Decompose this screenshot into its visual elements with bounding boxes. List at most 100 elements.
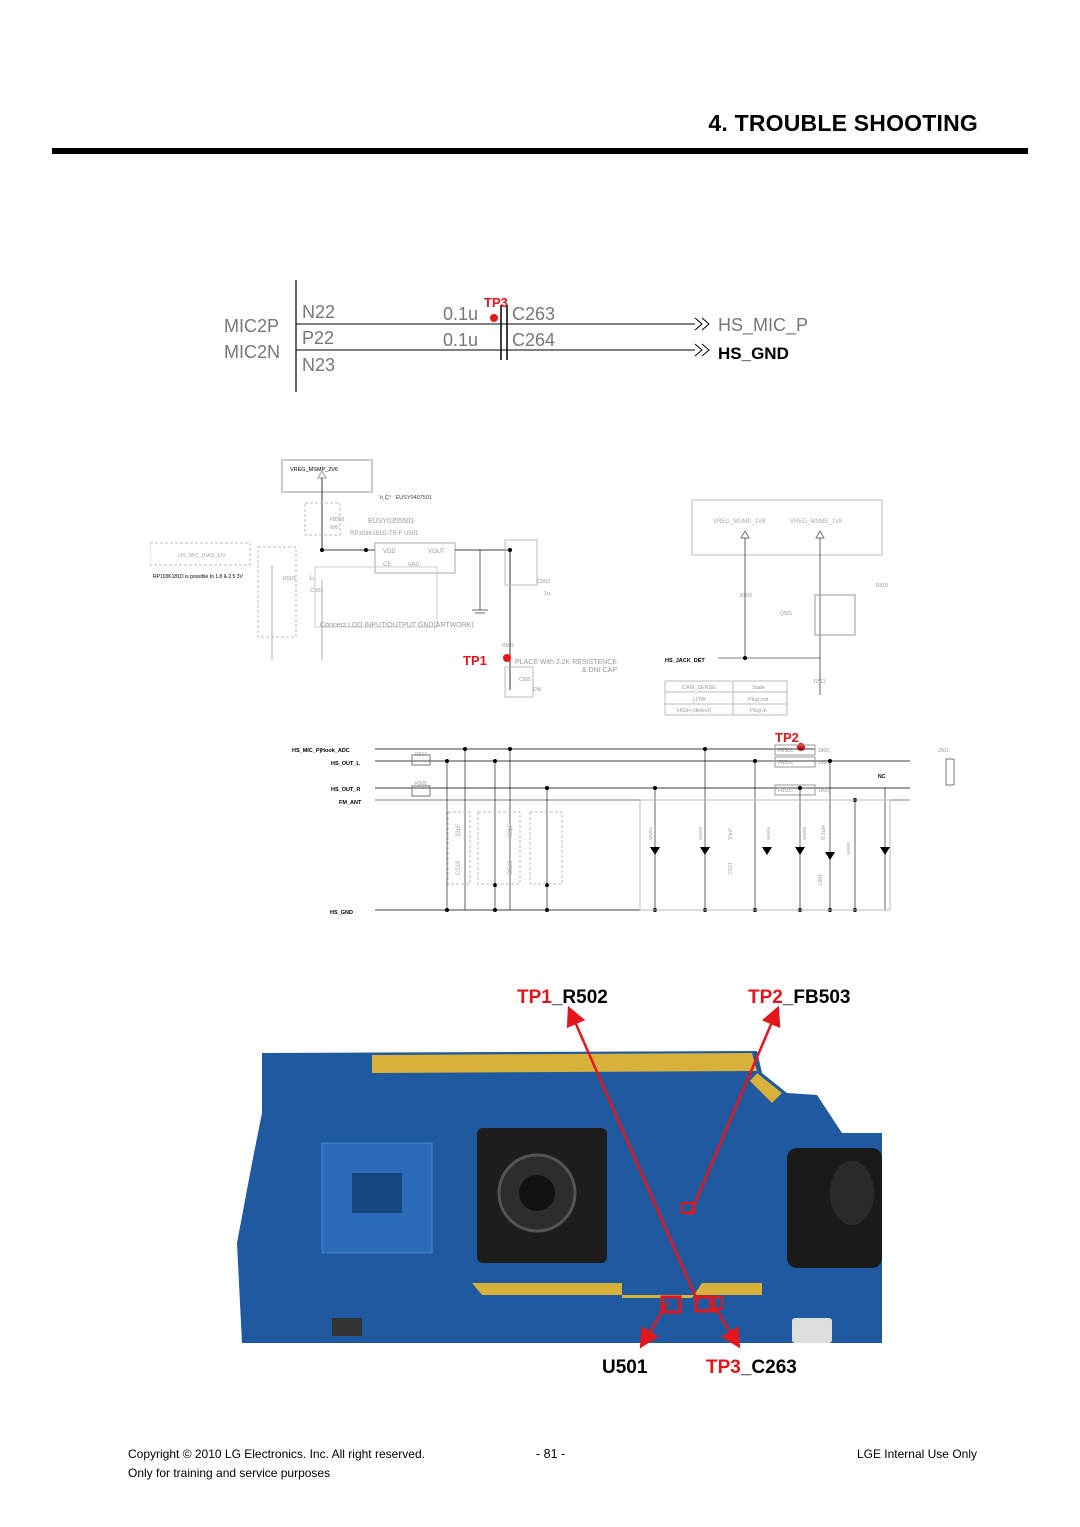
pcb-gold-trace [472,1283,762,1298]
fb505-value: 1800 [818,788,829,794]
place-with-note: PLACE With 2.2K RESISTENCE [515,659,617,666]
callout-tp3-c263: TP3_C263 [706,1357,797,1379]
callout-tp3: TP3 [706,1357,741,1378]
callout-fb503: _FB503 [782,987,851,1008]
c520-cap-value: 33pF [508,823,514,837]
tp1-label: TP1 [463,653,487,668]
smd-component [332,1318,362,1336]
fb501-value: 600 [330,525,339,531]
l501-value: 0.1uH [821,825,827,840]
section-title: 4. TROUBLE SHOOTING [708,110,978,136]
cap-ref-c263: C263 [512,304,555,324]
c520-label: C520 [508,860,514,875]
hs-out-l-label: HS_OUT_L [331,761,360,767]
net-label-mic2n: MIC2N [224,342,280,362]
c502-box [504,539,538,586]
fm-ant-label: FM_ANT [339,800,362,806]
headset-circuit-schematic: VREG_MSMP_2V6 ¨ó¸Ç° : EUSY0407501 FB501 … [150,459,955,916]
pin-label-n23: N23 [302,355,335,375]
r511-label: R511 [814,679,826,685]
fb504-symbol [774,756,816,768]
arrow-to-fb503 [688,1005,781,1216]
r503-label: R503 [740,593,752,599]
r505-label: R505 [415,781,427,787]
cap-ref-c264: C264 [512,330,555,350]
fb501-label: FB501 [330,517,345,523]
table-header-cell: State [752,685,765,691]
va505-label: VA505 [802,826,807,840]
junction [743,656,747,660]
vreg-msme-box [691,499,883,556]
footer-internal-use: LGE Internal Use Only [856,1447,977,1461]
r501-area [257,546,297,638]
tp3-marker [490,314,498,322]
power-arrow [815,529,825,539]
rp-note: RP103K181D is possible to 1.8 & 2.5 3V [153,574,243,580]
c502-value: 1u [544,591,550,597]
c519-cap-value: 33pF [456,823,462,837]
tp1-marker [503,654,511,662]
power-arrow [740,529,750,539]
footer-copyright: Copyright © 2010 LG Electronics. Inc. Al… [128,1447,425,1461]
c501-label: C501 [310,588,323,594]
callout-u501: U501 [602,1357,648,1378]
header-divider [52,148,1028,154]
ldo-gnd-pin: GND [408,562,420,568]
hs-out-r-label: HS_OUT_R [331,787,360,793]
connector [792,1318,832,1343]
varistor-symbols [650,847,890,860]
c521-label: C521 [728,862,734,875]
mic-schematic: MIC2P MIC2N N22 P22 N23 0.1u 0.1u C263 C… [224,280,808,392]
r510-label: R510 [876,583,888,589]
jack-state-table: CAM_SENSE State LOW Plug out HIGH (detec… [664,680,788,716]
callout-arrows [566,1005,781,1349]
tp2-label: TP2 [775,730,799,745]
esd-box [639,799,891,911]
dni-cap-note: & DNI CAP [582,667,617,674]
c505-value: DNI [533,687,542,693]
table-cell: Plug in [750,708,767,714]
port-arrow-hs-gnd [694,343,710,357]
table-cell: Plug out [748,697,769,703]
tp3-label: TP3 [484,295,508,310]
ic-component [352,1173,402,1213]
c521-cap-value: 33pF [728,827,734,840]
tp2-marker [797,743,805,751]
rp-part-label: RP103K181D-TR-F U501 [350,531,419,537]
q501-symbol [814,594,856,636]
q501-label: Q501 [780,611,792,617]
port-label-hs-mic-p: HS_MIC_P [718,315,808,336]
hs-mic-p-hook-label: HS_MIC_P|Hook_ADC [292,748,350,754]
hs-jack-det-label: HS_JACK_DET [665,658,705,664]
hs-mic-bias-label: HS_MIC_BIAS_EN [178,553,225,559]
eusy-label: EUSY0355501 [368,518,414,525]
ldo-vdd-pin: VDD [383,549,396,555]
r504-symbol [411,754,431,766]
camera-lens-center [519,1175,555,1211]
va502-label: VA502 [846,841,851,855]
vreg-msme-label: VREG_MSME_1V8 [713,519,766,525]
callout-tp2: TP2 [748,987,783,1008]
va501-label: VA501 [648,826,653,840]
l501-label: L501 [818,874,824,885]
table-header-cell: CAM_SENSE [682,685,716,691]
net-label-mic2p: MIC2P [224,316,279,336]
c501-value: 1u [309,576,316,582]
ldo-u501-box [374,542,456,574]
port-arrow-hs-mic-p [694,317,710,331]
fb505-label: FB505 [778,788,793,794]
connect-ldo-note: Connect LDO INPUT/OUTPUT GND(ARTWORK) [320,622,474,629]
pcb-gold-edge [750,1073,782,1103]
nc-label: NC [878,774,886,780]
fb504-label: FB504 [778,760,793,766]
pin-label-p22: P22 [302,328,334,348]
arrow-to-c263 [710,1301,741,1349]
junction-dots [445,747,857,912]
ldo-artwork-box [314,566,438,628]
fb504-value: 1800 [818,760,829,766]
dni-box [529,811,563,885]
arrow-to-u501 [639,1301,670,1349]
jack-j501-symbol [945,758,955,786]
vreg-msme-label-2: VREG_MSME_1V8 [790,519,843,525]
c505-label: C505 [519,677,531,683]
